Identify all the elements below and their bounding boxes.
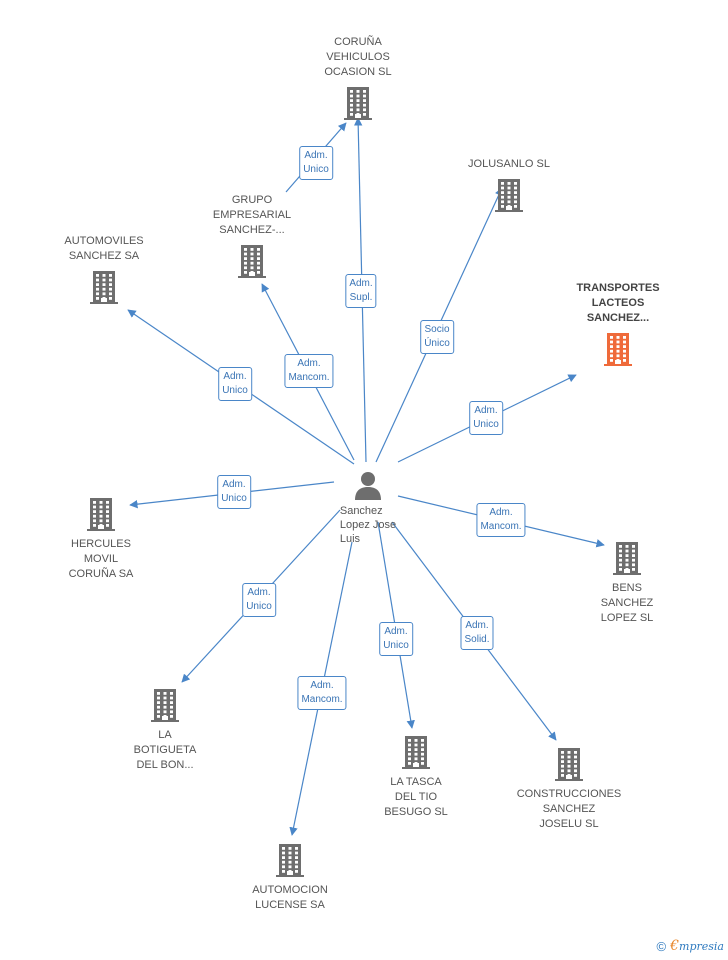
company-node-transportes[interactable]: TRANSPORTES LACTEOS SANCHEZ...: [553, 281, 683, 366]
company-label: GRUPO EMPRESARIAL SANCHEZ-...: [212, 194, 292, 236]
edge-role-badge-lucense[interactable]: Adm. Mancom.: [297, 676, 347, 710]
company-label: LA BOTIGUETA DEL BON...: [133, 729, 197, 771]
edge-role-badge-hercules[interactable]: Adm. Unico: [217, 475, 251, 509]
brand-logo[interactable]: © €mpresia: [657, 938, 724, 954]
edge-role-badge-grupo[interactable]: Adm. Mancom.: [284, 354, 334, 388]
company-label: AUTOMOVILES SANCHEZ SA: [64, 235, 144, 262]
center-person-node[interactable]: Sanchez Lopez Jose Luis: [323, 470, 413, 546]
building-icon: [613, 542, 641, 575]
copyright-icon: ©: [656, 938, 667, 954]
brand-name: €mpresia: [670, 938, 724, 954]
company-node-coruna[interactable]: CORUÑA VEHICULOS OCASION SL: [293, 35, 423, 120]
company-node-tasca[interactable]: LA TASCA DEL TIO BESUGO SL: [351, 735, 481, 820]
building-icon: [344, 87, 372, 120]
building-icon: [151, 689, 179, 722]
edge-role-badge-bens[interactable]: Adm. Mancom.: [476, 503, 526, 537]
building-icon: [276, 844, 304, 877]
building-icon: [87, 498, 115, 531]
company-node-bens[interactable]: BENS SANCHEZ LOPEZ SL: [562, 541, 692, 626]
company-node-construcciones[interactable]: CONSTRUCCIONES SANCHEZ JOSELU SL: [504, 747, 634, 832]
edge-role-badge-automoviles[interactable]: Adm. Unico: [218, 367, 252, 401]
company-node-lucense[interactable]: AUTOMOCION LUCENSE SA: [225, 843, 355, 913]
edge-role-badge-botigueta[interactable]: Adm. Unico: [242, 583, 276, 617]
edge-role-badge-coruna[interactable]: Adm. Supl.: [345, 274, 377, 308]
building-icon: [90, 271, 118, 304]
company-node-jolusanlo[interactable]: JOLUSANLO SL: [444, 157, 574, 212]
company-label: JOLUSANLO SL: [468, 158, 550, 170]
edge-role-badge-construcciones[interactable]: Adm. Solid.: [460, 616, 494, 650]
building-icon: [555, 748, 583, 781]
edge-role-badge-transportes[interactable]: Adm. Unico: [469, 401, 503, 435]
edge-role-badge-grupo-coruna[interactable]: Adm. Unico: [299, 146, 333, 180]
company-node-grupo[interactable]: GRUPO EMPRESARIAL SANCHEZ-...: [187, 193, 317, 278]
company-label: HERCULES MOVIL CORUÑA SA: [68, 538, 134, 580]
brand-initial: €: [670, 938, 680, 954]
company-node-automoviles[interactable]: AUTOMOVILES SANCHEZ SA: [39, 234, 169, 304]
company-label: LA TASCA DEL TIO BESUGO SL: [384, 776, 448, 818]
company-node-hercules[interactable]: HERCULES MOVIL CORUÑA SA: [36, 497, 166, 582]
company-node-botigueta[interactable]: LA BOTIGUETA DEL BON...: [100, 688, 230, 773]
building-icon: [495, 179, 523, 212]
company-label: AUTOMOCION LUCENSE SA: [252, 884, 328, 911]
brand-rest: mpresia: [679, 940, 724, 953]
center-person-label: Sanchez Lopez Jose Luis: [339, 505, 397, 545]
company-label: BENS SANCHEZ LOPEZ SL: [600, 582, 654, 624]
company-label: CONSTRUCCIONES SANCHEZ JOSELU SL: [516, 788, 622, 830]
edge-role-badge-tasca[interactable]: Adm. Unico: [379, 622, 413, 656]
company-label: TRANSPORTES LACTEOS SANCHEZ...: [576, 282, 660, 324]
building-icon: [604, 333, 632, 366]
company-label: CORUÑA VEHICULOS OCASION SL: [324, 36, 392, 78]
building-icon: [238, 245, 266, 278]
edge-role-badge-jolusanlo[interactable]: Socio Único: [420, 320, 454, 354]
person-icon: [355, 472, 381, 500]
building-icon: [402, 736, 430, 769]
